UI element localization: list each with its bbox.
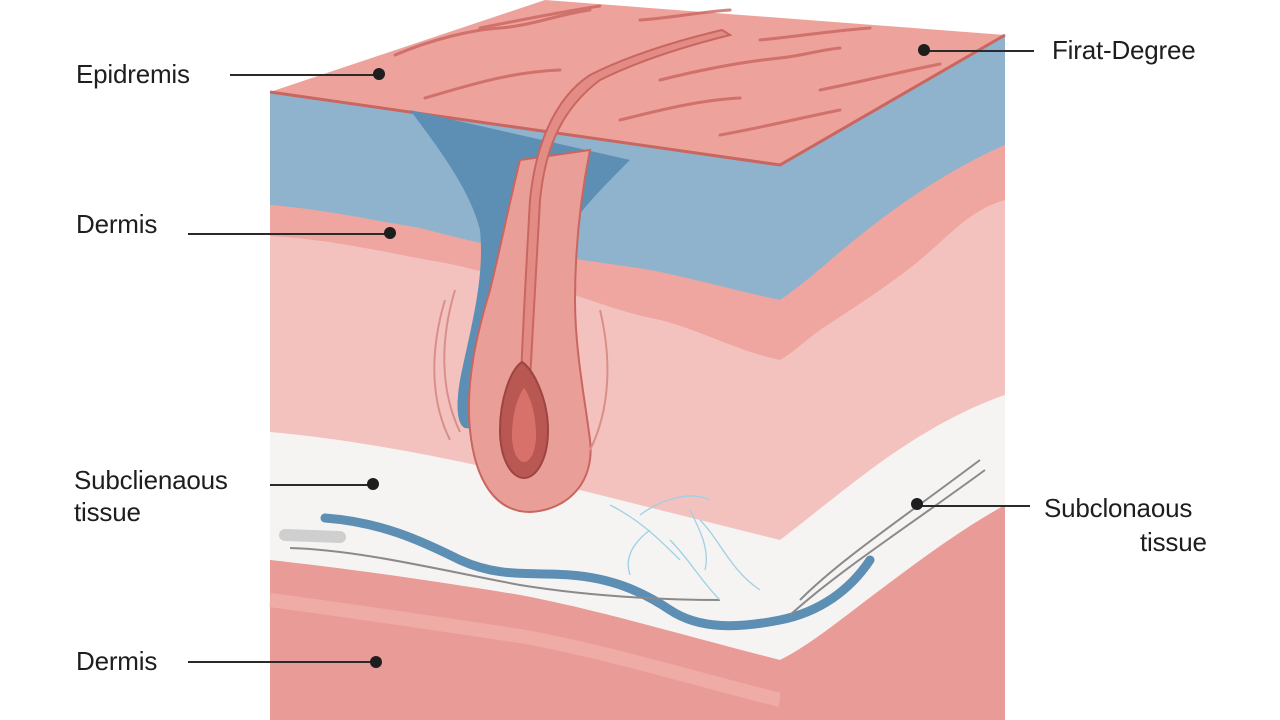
bottom-layer-right [780,505,1005,720]
leader-line-dermis-top [188,233,388,235]
leader-line-subcutaneous-right [918,505,1030,507]
dermis-band-front [270,205,780,360]
leader-line-subcutaneous-left [270,484,374,486]
dermis-band-right [780,145,1005,360]
label-dermis-bottom: Dermis [76,646,158,676]
top-surface [270,0,1005,165]
label-subcutaneous-left-line2: tissue [74,497,141,527]
marker-dot-subcutaneous-left [367,478,379,490]
dermis-light-right [780,200,1005,540]
label-first-degree: Firat-Degree [1052,35,1196,65]
marker-dot-dermis-bottom [370,656,382,668]
leader-line-first-degree [924,50,1034,52]
label-subcutaneous-right-line2: tissue [1140,527,1207,557]
label-subcutaneous-left-line1: Subclienaous [74,465,228,495]
label-epidermis: Epidremis [76,59,190,89]
leader-line-dermis-bottom [188,661,376,663]
marker-dot-epidermis [373,68,385,80]
marker-dot-subcutaneous-right [911,498,923,510]
blood-vessel [320,513,875,631]
leader-line-epidermis [230,74,378,76]
label-dermis-top: Dermis [76,209,158,239]
marker-dot-first-degree [918,44,930,56]
blue-layer-right [780,35,1005,300]
label-subcutaneous-right-line1: Subclonaous [1044,493,1193,523]
marker-dot-dermis-top [384,227,396,239]
hair-shaft [516,28,733,471]
